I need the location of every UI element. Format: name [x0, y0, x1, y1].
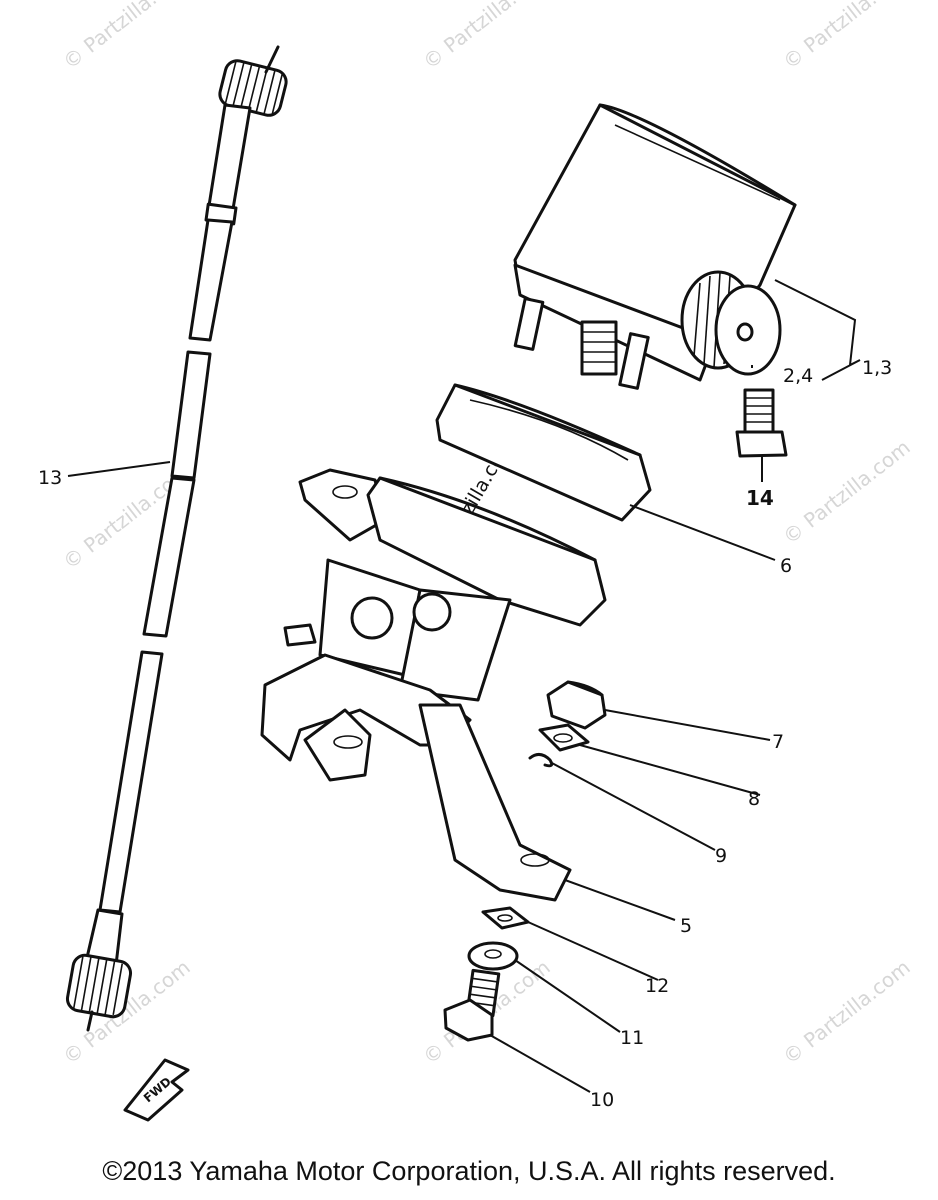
callout-labels: 13 2,4 1,3 14 6 7 8 9 5 12 11 10	[38, 357, 892, 1111]
callout-5: 5	[680, 915, 692, 937]
callout-1-3: 1,3	[862, 357, 892, 379]
watermark: © Partzilla.com	[58, 0, 194, 74]
callout-2-4: 2,4	[783, 365, 813, 387]
watermark: © Partzilla.com	[778, 0, 914, 74]
speedometer-cable	[65, 45, 288, 1032]
callout-6: 6	[780, 555, 792, 577]
leader-lines	[67, 279, 861, 1093]
bracket-5	[260, 468, 607, 902]
washer-12	[481, 906, 530, 930]
washer-11	[467, 941, 519, 971]
callout-8: 8	[748, 788, 760, 810]
washer-8	[538, 723, 590, 752]
speedometer-assembly	[513, 103, 797, 390]
copyright-footer: ©2013 Yamaha Motor Corporation, U.S.A. A…	[102, 1156, 836, 1186]
clip-9	[528, 753, 554, 768]
callout-7: 7	[772, 731, 784, 753]
fwd-arrow-icon: FWD	[123, 1058, 190, 1122]
callout-14: 14	[746, 486, 774, 510]
bolt-14	[735, 388, 788, 458]
watermark: © Partzilla.com	[418, 0, 554, 74]
callout-11: 11	[620, 1027, 644, 1049]
bolt-10	[443, 968, 501, 1042]
watermark: © Partzilla.com	[778, 955, 914, 1069]
callout-13: 13	[38, 467, 62, 489]
callout-9: 9	[715, 845, 727, 867]
callout-10: 10	[590, 1089, 614, 1111]
damper-7	[546, 680, 607, 730]
cushion-6	[435, 383, 652, 522]
callout-12: 12	[645, 975, 669, 997]
watermark: © Partzilla.com	[778, 435, 914, 549]
